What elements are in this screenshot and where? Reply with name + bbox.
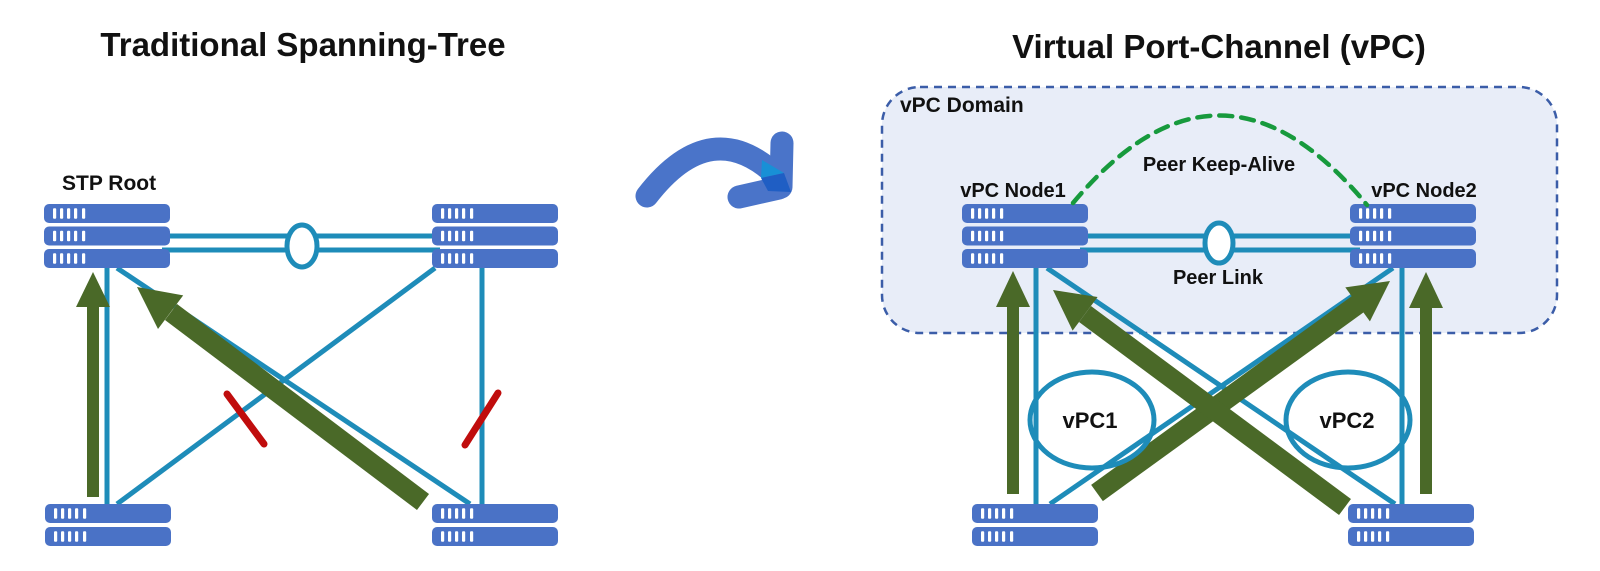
vpc-forwarding-arrow-cross-to-node2: [1091, 281, 1390, 502]
vpc-node1-label: vPC Node1: [960, 180, 1066, 202]
vpc1-label: vPC1: [1062, 408, 1117, 433]
peer-keepalive-label: Peer Keep-Alive: [1143, 154, 1295, 176]
peer-link-label: Peer Link: [1173, 267, 1264, 289]
stp-root-label: STP Root: [62, 172, 156, 195]
port-channel-ellipse-icon: [284, 222, 320, 270]
peer-keepalive-arc: [1070, 113, 1370, 208]
stp-root-switch-icon: [44, 204, 170, 268]
stp-bottomleft-switch-icon: [45, 504, 171, 546]
vpc1-group-ellipse-icon: [1027, 369, 1157, 471]
left-title: Traditional Spanning-Tree: [100, 26, 505, 63]
transition-arrow-icon: [635, 131, 794, 209]
blocked-link-icon-2: [461, 389, 502, 449]
vpc-forwarding-arrow-up-right: [1409, 272, 1443, 494]
vpc-forwarding-arrow-up-left: [996, 271, 1030, 494]
stp-bottomright-switch-icon: [432, 504, 558, 546]
vpc-node2-switch-icon: [1350, 204, 1476, 268]
vpc-node1-switch-icon: [962, 204, 1088, 268]
vpc2-group-ellipse-icon: [1283, 369, 1413, 471]
vpc-forwarding-arrow-cross-to-node1: [1053, 290, 1351, 516]
blocked-link-icon-1: [223, 390, 268, 448]
right-title: Virtual Port-Channel (vPC): [1012, 28, 1426, 65]
vpc2-label: vPC2: [1319, 408, 1374, 433]
vpc-bottomleft-switch-icon: [972, 504, 1098, 546]
stp-forwarding-arrow-up: [76, 272, 110, 497]
vpc-domain-label: vPC Domain: [900, 94, 1024, 117]
stp-topright-switch-icon: [432, 204, 558, 268]
peer-link-port-channel-ellipse-icon: [1202, 220, 1236, 266]
stp-links: [104, 233, 485, 507]
stp-forwarding-arrow-diagonal: [137, 287, 430, 510]
vpc-node2-label: vPC Node2: [1371, 180, 1477, 202]
vpc-bottomright-switch-icon: [1348, 504, 1474, 546]
